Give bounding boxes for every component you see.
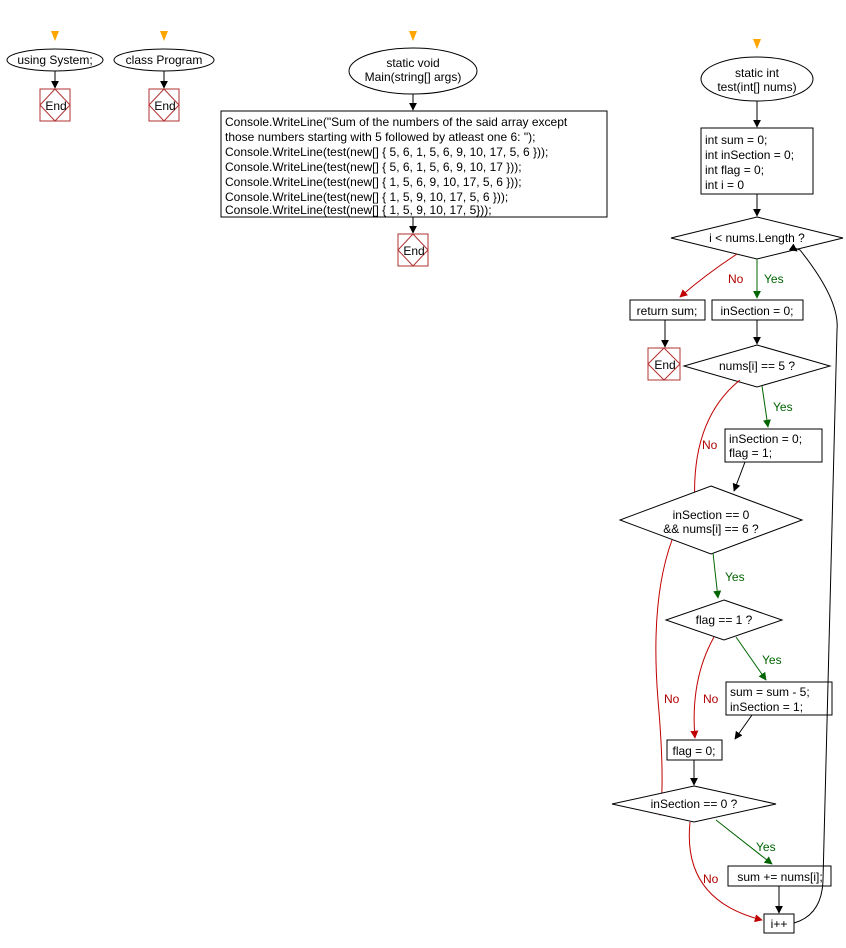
test-init-line-4: int i = 0 xyxy=(705,178,744,192)
end-label-main: End xyxy=(403,244,424,258)
add-sum-node: sum += nums[i]; xyxy=(727,865,832,887)
test-init-line-1: int sum = 0; xyxy=(705,133,767,147)
flag-no-label: No xyxy=(703,692,719,706)
start-marker-class xyxy=(160,31,168,41)
five-yes-label: Yes xyxy=(773,400,793,414)
using-system-label: using System; xyxy=(17,53,92,67)
start-marker-main xyxy=(409,31,417,41)
end-node-using: End xyxy=(39,88,71,122)
main-body-line-5: Console.WriteLine(test(new[] { 1, 5, 6, … xyxy=(225,175,522,189)
using-system-node: using System; xyxy=(6,48,104,72)
edge-setflag-check6 xyxy=(732,461,746,492)
edge-section-yes xyxy=(715,819,773,865)
set-flag-line-1: inSection = 0; xyxy=(729,432,802,446)
main-body-node: Console.WriteLine("Sum of the numbers of… xyxy=(220,110,608,218)
main-body-line-2: those numbers starting with 5 followed b… xyxy=(225,130,535,144)
five-no-label: No xyxy=(702,438,718,452)
main-body-line-4: Console.WriteLine(test(new[] { 5, 6, 1, … xyxy=(225,160,522,174)
start-marker-using xyxy=(51,31,59,41)
add-sum-label: sum += nums[i]; xyxy=(737,870,822,884)
six-no-label: No xyxy=(664,692,680,706)
test-init-line-3: int flag = 0; xyxy=(705,163,764,177)
edge-flag-no xyxy=(690,636,715,739)
edge-loop-no xyxy=(679,253,738,298)
main-body-line-1: Console.WriteLine("Sum of the numbers of… xyxy=(225,115,568,129)
check-five-node: nums[i] == 5 ? xyxy=(682,344,832,388)
main-body-line-7: Console.WriteLine(test(new[] { 1, 5, 9, … xyxy=(225,203,492,217)
main-body-line-3: Console.WriteLine(test(new[] { 5, 6, 1, … xyxy=(225,145,548,159)
reset-section-label: inSection = 0; xyxy=(720,304,793,318)
main-decl-line-1: static void xyxy=(386,56,439,70)
test-init-line-2: int inSection = 0; xyxy=(705,148,794,162)
start-marker-test xyxy=(753,39,761,49)
check-six-line-2: && nums[i] == 6 ? xyxy=(663,522,759,536)
check-five-label: nums[i] == 5 ? xyxy=(719,359,795,373)
flag-yes-label: Yes xyxy=(762,653,782,667)
end-label-using: End xyxy=(45,99,66,113)
edge-six-no xyxy=(655,539,673,816)
clear-flag-node: flag = 0; xyxy=(666,739,723,761)
main-decl-node: static void Main(string[] args) xyxy=(348,47,478,95)
subtract-five-node: sum = sum - 5; inSection = 1; xyxy=(725,681,833,716)
end-label-class: End xyxy=(154,99,175,113)
edge-five-no xyxy=(690,379,741,508)
edge-subtract-clear xyxy=(734,714,753,740)
check-flag-node: flag == 1 ? xyxy=(664,599,784,641)
return-sum-label: return sum; xyxy=(637,304,698,318)
check-six-node: inSection == 0 && nums[i] == 6 ? xyxy=(618,485,804,555)
test-decl-node: static int test(int[] nums) xyxy=(700,56,814,102)
test-init-node: int sum = 0; int inSection = 0; int flag… xyxy=(700,127,814,195)
loop-yes-label: Yes xyxy=(764,272,784,286)
check-flag-label: flag == 1 ? xyxy=(696,613,753,627)
reset-section-node: inSection = 0; xyxy=(711,299,804,321)
edge-five-yes xyxy=(761,385,771,428)
loop-cond-label: i < nums.Length ? xyxy=(709,231,805,245)
clear-flag-label: flag = 0; xyxy=(672,744,715,758)
loop-no-label: No xyxy=(728,272,744,286)
main-decl-line-2: Main(string[] args) xyxy=(365,70,462,84)
set-flag-line-2: flag = 1; xyxy=(729,446,772,460)
check-section-label: inSection == 0 ? xyxy=(651,797,738,811)
main-body-line-6: Console.WriteLine(test(new[] { 1, 5, 9, … xyxy=(225,190,508,204)
set-flag-node: inSection = 0; flag = 1; xyxy=(724,428,823,463)
class-program-label: class Program xyxy=(126,53,203,67)
increment-label: i++ xyxy=(771,917,788,931)
end-node-main: End xyxy=(397,233,429,267)
subtract-five-line-2: inSection = 1; xyxy=(730,700,803,714)
edge-section-no xyxy=(688,821,763,923)
section-yes-label: Yes xyxy=(756,840,776,854)
class-program-node: class Program xyxy=(113,48,215,72)
subtract-five-line-1: sum = sum - 5; xyxy=(730,685,810,699)
check-six-line-1: inSection == 0 xyxy=(673,508,750,522)
end-label-test: End xyxy=(654,358,675,372)
section-no-label: No xyxy=(703,872,719,886)
loop-cond-node: i < nums.Length ? xyxy=(670,216,844,260)
six-yes-label: Yes xyxy=(725,570,745,584)
end-node-test: End xyxy=(647,347,681,381)
test-decl-line-1: static int xyxy=(735,66,780,80)
end-node-class: End xyxy=(148,88,180,122)
increment-node: i++ xyxy=(763,913,795,934)
edge-flag-yes xyxy=(735,636,767,681)
edge-six-yes xyxy=(712,552,722,599)
edge-loop-back xyxy=(788,243,838,924)
check-section-node: inSection == 0 ? xyxy=(611,785,777,823)
test-decl-line-2: test(int[] nums) xyxy=(717,80,796,94)
return-sum-node: return sum; xyxy=(629,299,706,321)
